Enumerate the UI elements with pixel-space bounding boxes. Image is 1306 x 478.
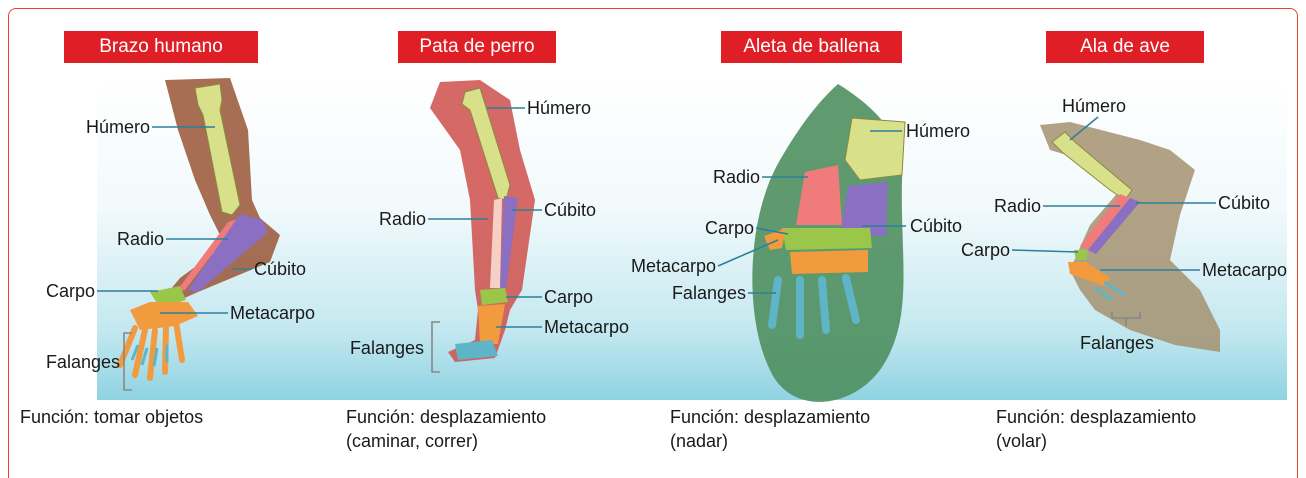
function-pata-de-perro-detail: (caminar, correr) xyxy=(346,431,479,451)
label-humero-humano: Húmero xyxy=(86,117,150,137)
bird-wing xyxy=(1040,122,1220,352)
label-falanges-perro: Falanges xyxy=(350,338,424,358)
title-pata-de-perro: Pata de perro xyxy=(398,31,556,63)
label-metacarpo-ave: Metacarpo xyxy=(1202,260,1287,280)
human-arm xyxy=(117,78,280,381)
function-ala-de-ave: Función: desplazamiento xyxy=(996,407,1197,427)
dog-leg xyxy=(430,80,535,362)
title-ala-de-ave: Ala de ave xyxy=(1046,31,1204,63)
homologous-limbs-illustration: Húmero Radio Cúbito Carpo Metacarpo Fala… xyxy=(46,78,1287,402)
label-falanges-humano: Falanges xyxy=(46,352,120,372)
function-aleta-de-ballena: Función: desplazamiento xyxy=(670,407,871,427)
label-carpo-ballena: Carpo xyxy=(705,218,754,238)
label-metacarpo-ballena: Metacarpo xyxy=(631,256,716,276)
function-aleta-de-ballena-detail: (nadar) xyxy=(670,431,729,451)
label-humero-ave: Húmero xyxy=(1062,96,1126,116)
label-carpo-ave: Carpo xyxy=(961,240,1010,260)
label-falanges-ave: Falanges xyxy=(1080,333,1154,353)
label-carpo-humano: Carpo xyxy=(46,281,95,301)
function-ala-de-ave-detail: (volar) xyxy=(996,431,1048,451)
function-pata-de-perro: Función: desplazamiento xyxy=(346,407,547,427)
label-metacarpo-perro: Metacarpo xyxy=(544,317,629,337)
title-brazo-humano: Brazo humano xyxy=(64,31,258,63)
whale-flipper xyxy=(752,84,906,402)
label-humero-ballena: Húmero xyxy=(906,121,970,141)
label-falanges-ballena: Falanges xyxy=(672,283,746,303)
label-cubito-humano: Cúbito xyxy=(254,259,306,279)
label-carpo-perro: Carpo xyxy=(544,287,593,307)
label-radio-perro: Radio xyxy=(379,209,426,229)
label-humero-perro: Húmero xyxy=(527,98,591,118)
label-radio-humano: Radio xyxy=(117,229,164,249)
function-brazo-humano: Función: tomar objetos xyxy=(20,407,204,427)
label-radio-ballena: Radio xyxy=(713,167,760,187)
label-metacarpo-humano: Metacarpo xyxy=(230,303,315,323)
label-cubito-ballena: Cúbito xyxy=(910,216,962,236)
label-radio-ave: Radio xyxy=(994,196,1041,216)
title-aleta-de-ballena: Aleta de ballena xyxy=(721,31,902,63)
label-cubito-ave: Cúbito xyxy=(1218,193,1270,213)
label-cubito-perro: Cúbito xyxy=(544,200,596,220)
figure-frame xyxy=(8,8,1298,478)
